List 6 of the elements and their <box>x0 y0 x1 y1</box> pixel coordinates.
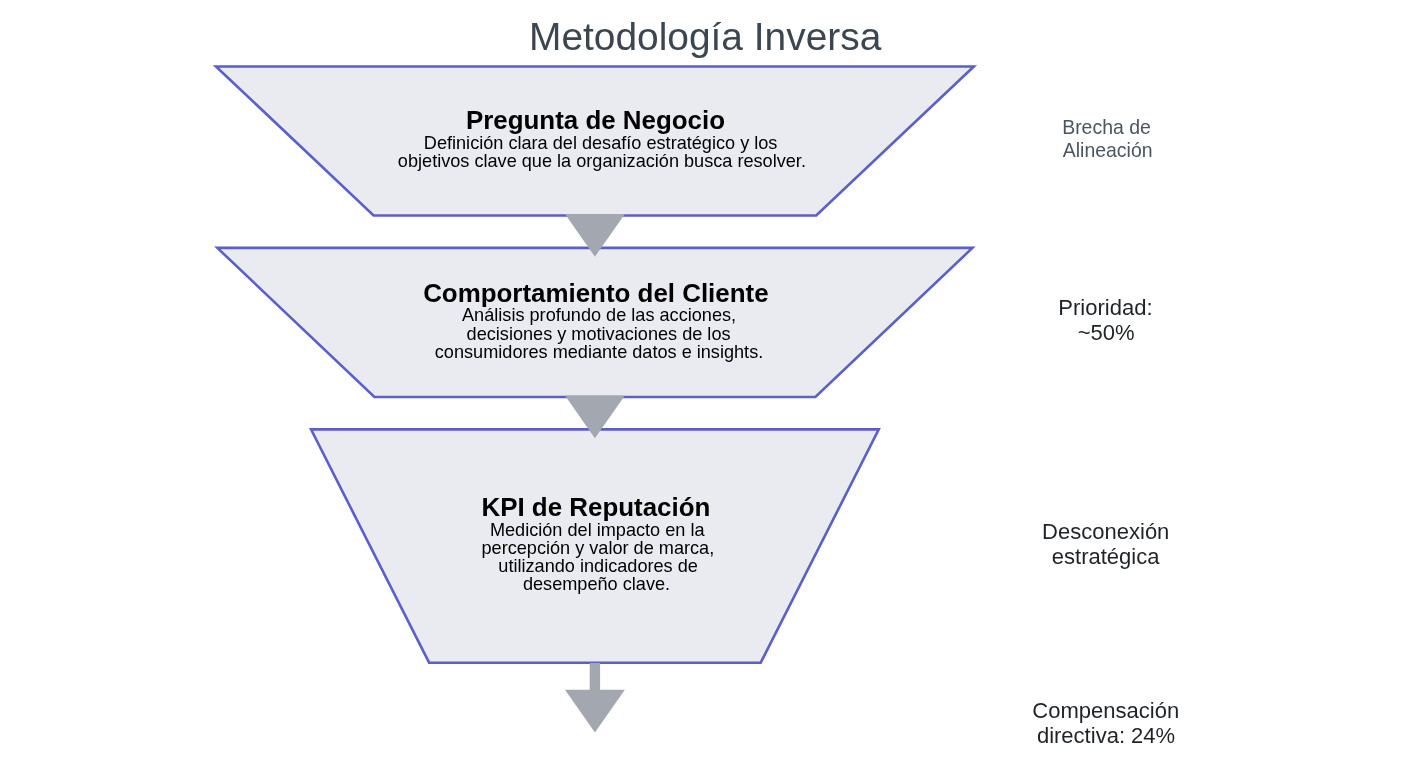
diagram-title: Metodología Inversa <box>529 14 882 58</box>
label: Brecha de Alineación <box>1062 116 1153 161</box>
label: Compensación directiva: 24% <box>1032 697 1180 748</box>
label: Desconexión estratégica <box>1042 519 1170 569</box>
label: Prioridad: ~50% <box>1058 295 1153 346</box>
arrow <box>565 662 625 733</box>
